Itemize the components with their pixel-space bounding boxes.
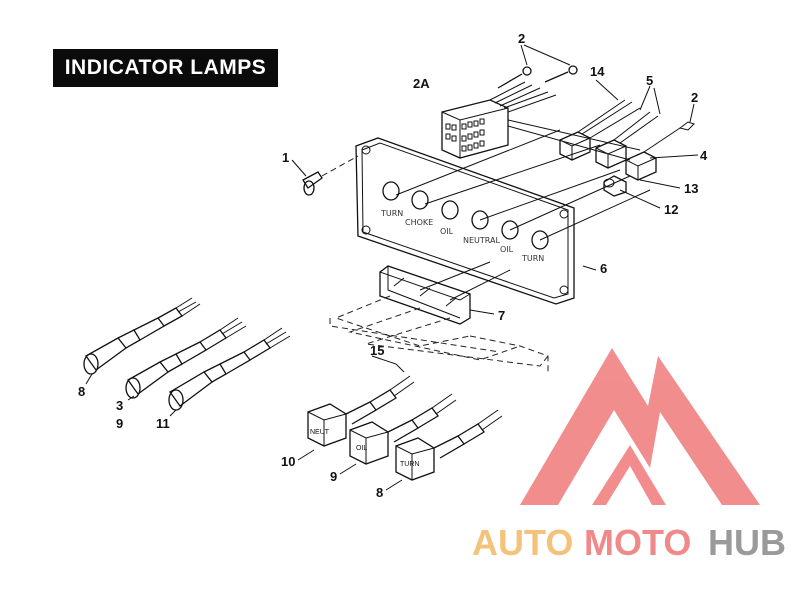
lamp-bulbs-group: [83, 297, 291, 417]
callout-14: 14: [590, 64, 605, 79]
callout-12: 12: [664, 202, 678, 217]
callout-2: 2: [518, 31, 525, 46]
panel-label: OIL: [440, 227, 454, 236]
switch-cap-label: NEUT: [310, 429, 330, 436]
panel-label: OIL: [500, 245, 514, 254]
callout-3: 3: [116, 398, 123, 413]
callout-15: 15: [370, 343, 384, 358]
watermark-moto: MOTO: [584, 522, 691, 563]
callout-2: 2: [691, 90, 698, 105]
dashed-wire-routing: [329, 295, 549, 372]
callout-8: 8: [376, 485, 383, 500]
panel-label: CHOKE: [405, 218, 433, 227]
switch-cap-label: TURN: [400, 461, 419, 468]
panel-label: TURN: [521, 254, 544, 263]
watermark-hub: HUB: [708, 522, 786, 563]
callout-11: 11: [156, 416, 170, 431]
callout-8: 8: [78, 384, 85, 399]
callout-9: 9: [330, 469, 337, 484]
callout-1: 1: [282, 150, 289, 165]
bracket-7: [379, 261, 511, 325]
ring-terminals-2: [497, 44, 578, 89]
callout-labels: 2 2A 14 5 2 1 4 13 12 6 7 15 8 3 9 11 10…: [78, 31, 708, 500]
callout-6: 6: [600, 261, 607, 276]
diagram-title: INDICATOR LAMPS: [53, 49, 278, 87]
callout-4: 4: [700, 148, 708, 163]
connector-2a: [441, 81, 641, 161]
callout-9: 9: [116, 416, 123, 431]
switch-lamps-group: NEUT OIL TURN: [297, 355, 503, 491]
panel-label: NEUTRAL: [463, 236, 500, 245]
callout-13: 13: [684, 181, 698, 196]
switch-cap-label: OIL: [356, 445, 367, 452]
callout-2a: 2A: [413, 76, 430, 91]
callout-5: 5: [646, 73, 653, 88]
panel-label: TURN: [380, 209, 403, 218]
lamp-sockets-group: [559, 79, 699, 209]
callout-7: 7: [498, 308, 505, 323]
callout-10: 10: [281, 454, 295, 469]
triangle-logo-icon: [520, 348, 760, 505]
watermark-auto: AUTO: [472, 522, 573, 563]
panel-6: TURN CHOKE OIL NEUTRAL OIL TURN: [355, 129, 651, 305]
screw-1: [291, 155, 359, 196]
